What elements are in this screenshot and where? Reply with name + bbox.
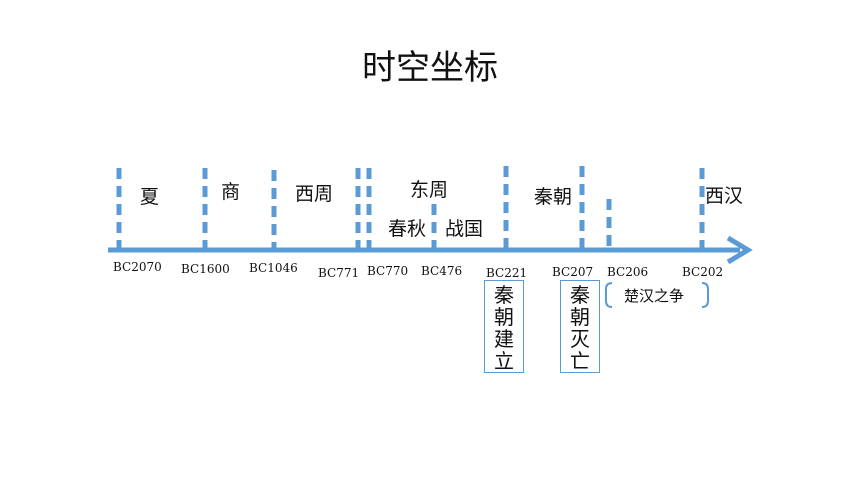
event-char: 灭 bbox=[570, 327, 590, 351]
era-xizhou: 西周 bbox=[295, 183, 334, 205]
event-box-qin-fall: 秦 朝 灭 亡 bbox=[560, 280, 600, 373]
year-bc770: BC770 bbox=[367, 264, 409, 278]
event-char: 朝 bbox=[570, 305, 590, 329]
event-char: 立 bbox=[494, 349, 514, 373]
event-char: 建 bbox=[494, 327, 514, 351]
year-bc202: BC202 bbox=[682, 265, 724, 279]
event-chu-han: 楚汉之争 bbox=[624, 287, 685, 305]
year-bc206: BC206 bbox=[607, 265, 649, 279]
event-box-qin-founded: 秦 朝 建 立 bbox=[484, 280, 524, 373]
era-zhanguo: 战国 bbox=[445, 218, 484, 240]
year-bc207: BC207 bbox=[552, 265, 594, 279]
year-bc2070: BC2070 bbox=[113, 260, 162, 274]
era-chunqiu: 春秋 bbox=[388, 218, 427, 240]
event-char: 秦 bbox=[494, 283, 514, 307]
year-bc476: BC476 bbox=[421, 264, 463, 278]
page-title: 时空坐标 bbox=[362, 48, 498, 88]
timeline-arrowhead bbox=[726, 235, 753, 265]
year-bc771: BC771 bbox=[318, 266, 360, 280]
era-dongzhou: 东周 bbox=[410, 179, 449, 201]
year-bc221: BC221 bbox=[486, 266, 528, 280]
bracket-right bbox=[701, 282, 709, 308]
year-bc1600: BC1600 bbox=[181, 262, 230, 276]
era-qin: 秦朝 bbox=[534, 186, 573, 208]
era-xia: 夏 bbox=[140, 186, 160, 208]
year-bc1046: BC1046 bbox=[249, 261, 298, 275]
era-xihan: 西汉 bbox=[705, 185, 744, 207]
era-shang: 商 bbox=[221, 181, 241, 203]
event-char: 亡 bbox=[570, 349, 590, 373]
bracket-left bbox=[605, 282, 613, 308]
event-char: 秦 bbox=[570, 283, 590, 307]
event-char: 朝 bbox=[494, 305, 514, 329]
